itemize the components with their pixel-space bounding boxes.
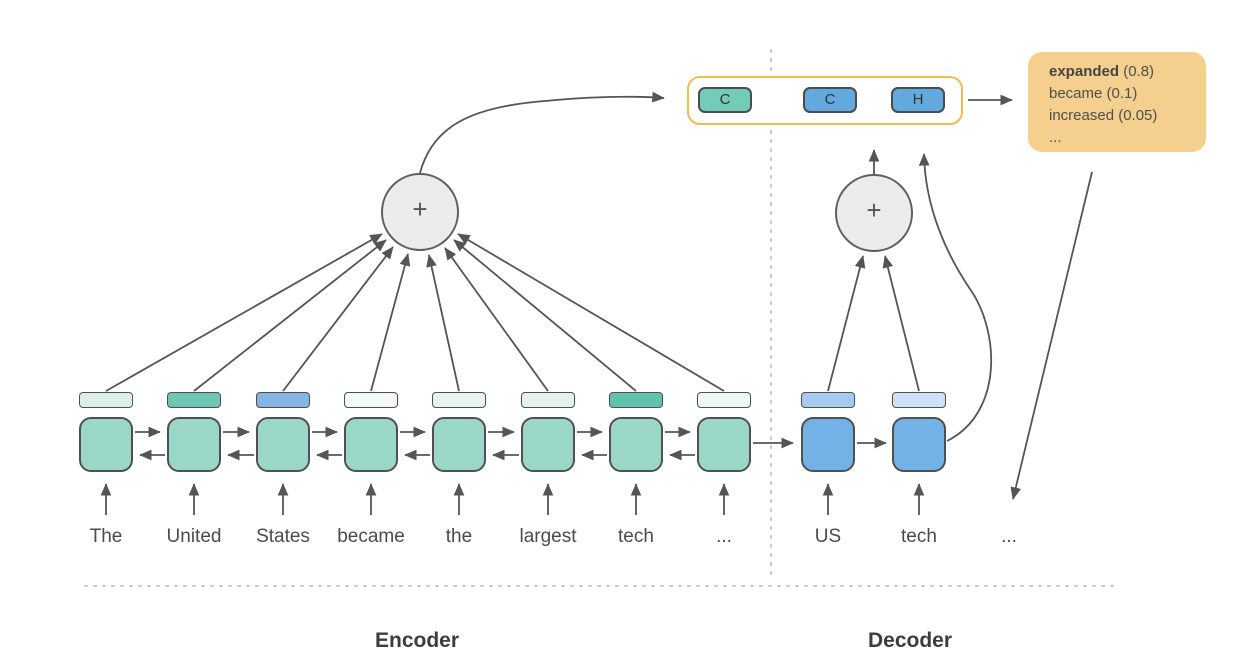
decoder-rnn-cell (892, 417, 946, 472)
decoder-plus-icon: + (866, 195, 882, 225)
encoder-rnn-cell (521, 417, 575, 472)
hidden-state-curve (918, 153, 993, 442)
context-vector-curve (419, 91, 665, 174)
hidden-state-cell-h: H (891, 87, 945, 113)
prediction-line: ... (1049, 129, 1062, 146)
encoder-attention-bar (697, 392, 751, 408)
encoder-sum-node (381, 173, 459, 251)
decoder-input-word: tech (901, 526, 937, 547)
encoder-input-word: ... (716, 526, 732, 547)
encoder-input-word: United (166, 526, 222, 547)
encoder-input-word: tech (618, 526, 654, 547)
decoder-input-word: ... (1001, 526, 1017, 547)
encoder-input-word: The (89, 526, 123, 547)
encoder-input-word: became (337, 526, 405, 547)
dotted-separators (84, 49, 1119, 587)
attention-fan-arrows (105, 233, 725, 392)
encoder-plus-icon: + (412, 194, 428, 224)
encoder-rnn-cell (79, 417, 133, 472)
decoder-sum-node (835, 174, 913, 252)
context-cell-c-decoder: C (803, 87, 857, 113)
decoder-input-word: US (814, 526, 842, 547)
encoder-input-word: States (256, 526, 310, 547)
encoder-rnn-cell (697, 417, 751, 472)
context-cell-c-encoder: C (698, 87, 752, 113)
encoder-rnn-cell (256, 417, 310, 472)
encoder-rnn-cell (344, 417, 398, 472)
decoder-section-label: Decoder (867, 629, 953, 652)
encoder-attention-bar (344, 392, 398, 408)
encoder-input-word: largest (519, 526, 577, 547)
arrows (100, 91, 1093, 515)
decoder-rnn-cell (801, 417, 855, 472)
encoder-rnn-cell (167, 417, 221, 472)
encoder-rnn-cell (432, 417, 486, 472)
prediction-top-prob: (0.8) (1119, 63, 1155, 80)
encoder-attention-bar (609, 392, 663, 408)
feedback-arrow (1010, 171, 1093, 500)
decoder-attention-bar (801, 392, 855, 408)
encoder-attention-bar (256, 392, 310, 408)
prediction-tooltip: expanded (0.8) became (0.1) increased (0… (1028, 52, 1206, 152)
encoder-rnn-cell (609, 417, 663, 472)
input-word-arrows (100, 483, 925, 515)
decoder-attention-bar (892, 392, 946, 408)
encoder-attention-bar (521, 392, 575, 408)
encoder-rnn-arrows (135, 426, 695, 461)
prediction-top-line: expanded (0.8) (1049, 61, 1206, 83)
prediction-line: became (0.1) (1049, 85, 1138, 102)
encoder-attention-bar (432, 392, 486, 408)
decoder-sum-arrows (827, 149, 920, 392)
encoder-section-label: Encoder (374, 629, 460, 652)
prediction-line: increased (0.05) (1049, 107, 1158, 124)
encoder-attention-bar (79, 392, 133, 408)
prediction-top-word: expanded (1049, 63, 1120, 80)
encoder-attention-bar (167, 392, 221, 408)
encoder-input-word: the (445, 526, 473, 547)
